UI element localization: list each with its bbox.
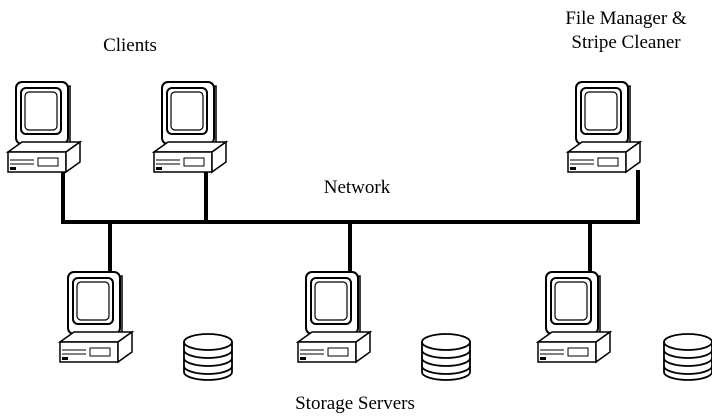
client-computer-2-icon bbox=[153, 81, 227, 173]
storage-server-1-computer-icon bbox=[59, 271, 133, 363]
file-manager-computer-icon bbox=[567, 81, 641, 173]
clients-label: Clients bbox=[103, 35, 157, 56]
network-lines bbox=[61, 170, 640, 274]
storage-server-3-computer-icon bbox=[537, 271, 611, 363]
storage-server-2-computer-icon bbox=[297, 271, 371, 363]
network-label: Network bbox=[324, 177, 391, 198]
file-manager-label-line2: Stripe Cleaner bbox=[571, 32, 681, 53]
file-manager-label-line1: File Manager & bbox=[565, 8, 687, 29]
storage-server-1-disk-icon bbox=[183, 333, 233, 381]
storage-server-2-disk-icon bbox=[421, 333, 471, 381]
storage-servers-label: Storage Servers bbox=[295, 393, 415, 414]
storage-server-3-disk-icon bbox=[663, 333, 712, 381]
client-computer-1-icon bbox=[7, 81, 81, 173]
